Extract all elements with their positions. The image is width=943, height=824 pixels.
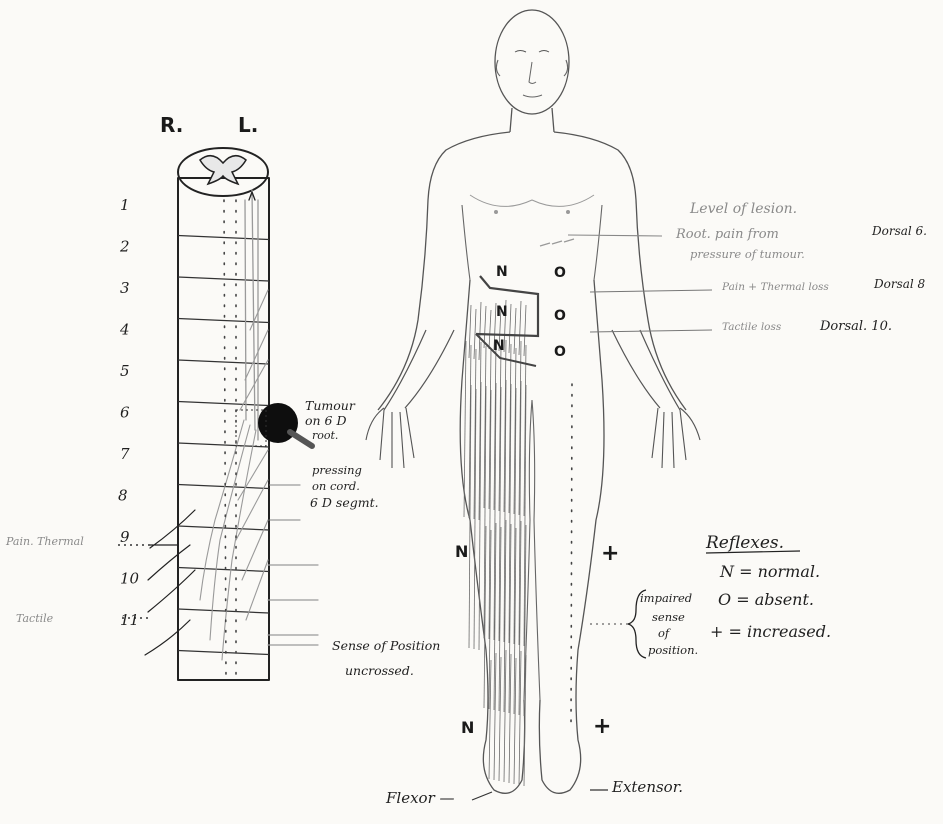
segment-number: 7 <box>120 445 130 463</box>
segment-number: 9 <box>120 528 130 546</box>
hatch-line <box>514 308 516 354</box>
pressing-label-line-2: on cord. <box>312 479 360 493</box>
root-pain-line-1: Root. pain from <box>675 227 779 242</box>
ankle-reflex-left: + <box>593 714 611 739</box>
abdominal-reflex-left-upper: O <box>554 265 566 281</box>
hatch-line <box>464 341 466 517</box>
position-label-line-1: Sense of Position <box>332 638 440 653</box>
segment-line <box>178 402 269 406</box>
abdominal-reflex-left-lower: O <box>554 344 566 360</box>
ankle-reflex-right: N <box>461 718 474 737</box>
segment-number: 1 <box>120 196 130 214</box>
cord-side-left: L. <box>238 113 258 137</box>
knee-reflex-left: + <box>601 541 619 566</box>
extensor-label: Extensor. <box>611 778 683 796</box>
spinal-cord-column <box>118 148 318 680</box>
segment-number: 5 <box>120 362 130 380</box>
pain-thermal-level: Dorsal 8 <box>873 277 926 291</box>
segment-line <box>178 360 269 364</box>
legend-absent: O = absent. <box>718 590 814 609</box>
legend-title: Reflexes. <box>705 533 784 553</box>
root-pain-level: Dorsal 6. <box>871 224 927 238</box>
impaired-line-2: sense <box>652 610 685 624</box>
segment-number: 8 <box>118 487 128 505</box>
reflex-legend: Reflexes. N = normal. O = absent. + = in… <box>705 533 831 641</box>
segment-line <box>178 609 269 613</box>
hatch-line <box>489 310 491 349</box>
human-figure <box>366 10 700 793</box>
legend-increased: + = increased. <box>710 622 831 641</box>
segment-line <box>178 277 269 281</box>
pressing-label-line-3: 6 D segmt. <box>310 495 379 510</box>
tumour-label-line-2: on 6 D <box>305 413 347 428</box>
pain-thermal-label: Pain. Thermal <box>5 535 84 548</box>
abdominal-reflex-right-middle: N <box>496 304 508 320</box>
abdominal-reflex-right-lower: N <box>493 338 505 354</box>
segment-number: 2 <box>119 238 130 256</box>
tumour-mass <box>258 403 298 443</box>
segment-number: 3 <box>120 279 130 297</box>
tactile-level: Dorsal. 10. <box>819 319 892 334</box>
cord-side-right: R. <box>160 113 183 137</box>
flexor-label: Flexor — <box>385 789 455 807</box>
knee-reflex-right: N <box>455 542 468 561</box>
impaired-line-4: position. <box>648 643 698 657</box>
position-label-line-2: uncrossed. <box>345 663 414 678</box>
legend-normal: N = normal. <box>719 562 820 581</box>
segment-line <box>178 236 269 240</box>
impaired-line-1: impaired <box>640 591 692 605</box>
segment-numbers: 1 2 3 4 5 6 7 8 9 10 11 <box>118 196 140 629</box>
tumour-label-line-3: root. <box>312 429 338 442</box>
impaired-line-3: of <box>658 626 671 640</box>
lesion-heading: Level of lesion. <box>689 201 797 217</box>
tactile-loss: Tactile loss <box>722 321 782 333</box>
segment-line <box>178 485 269 489</box>
segment-number: 10 <box>120 570 140 588</box>
pressing-label-line-1: pressing <box>312 463 362 477</box>
segment-line <box>178 568 269 572</box>
segment-line <box>178 651 269 655</box>
segment-number: 6 <box>120 404 130 422</box>
segment-number: 4 <box>119 321 130 339</box>
abdominal-reflex-left-middle: O <box>554 308 566 324</box>
tumour-label-line-1: Tumour <box>305 398 356 413</box>
root-pain-line-2: pressure of tumour. <box>690 247 805 261</box>
segment-number: 11 <box>120 611 139 629</box>
abdominal-reflex-right-upper: N <box>496 264 508 280</box>
pain-thermal-loss: Pain + Thermal loss <box>721 281 829 293</box>
tactile-label: Tactile <box>16 612 54 625</box>
